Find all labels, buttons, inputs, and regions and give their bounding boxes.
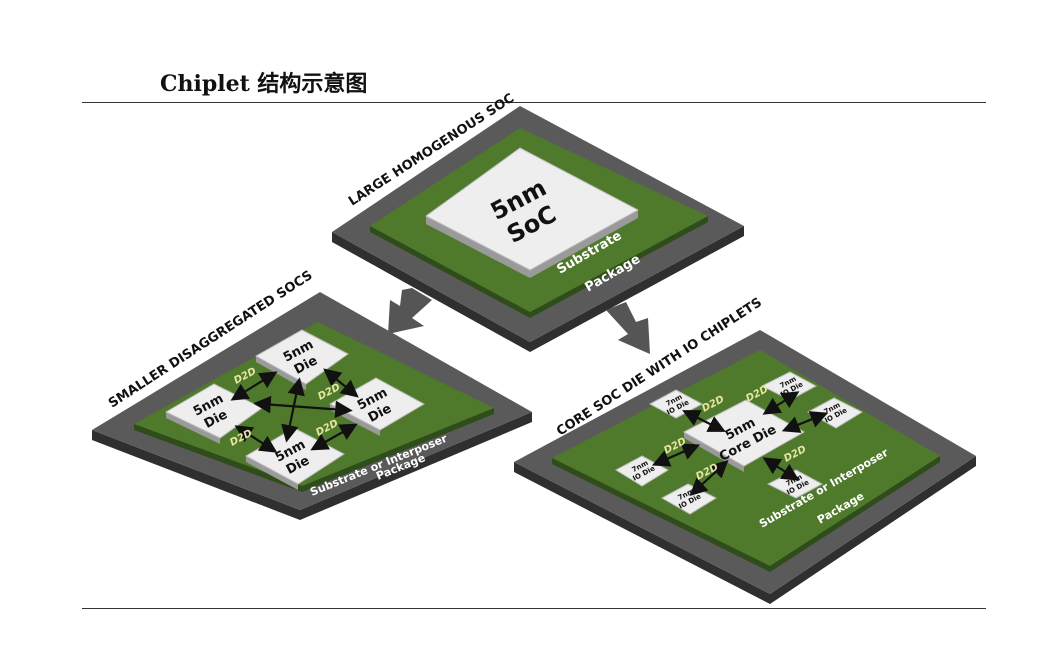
bottom-divider [82, 608, 986, 609]
d2d-link [230, 371, 278, 401]
arrow-down-left-icon [388, 288, 432, 334]
arrow-down-right-icon [606, 302, 650, 354]
d2d-link [651, 443, 701, 467]
d2d-link [281, 377, 305, 443]
d2d-link [323, 368, 359, 398]
d2d-link [762, 457, 800, 481]
d2d-link [689, 460, 729, 496]
d2d-link [781, 411, 829, 433]
d2d-link [682, 410, 726, 432]
top-divider [82, 102, 986, 103]
core-io-package [514, 330, 976, 604]
d2d-link [234, 425, 278, 453]
d2d-link [310, 423, 358, 451]
d2d-link [762, 391, 800, 415]
page-title: Chiplet 结构示意图 [160, 71, 368, 97]
homogenous-soc-package [332, 106, 744, 352]
